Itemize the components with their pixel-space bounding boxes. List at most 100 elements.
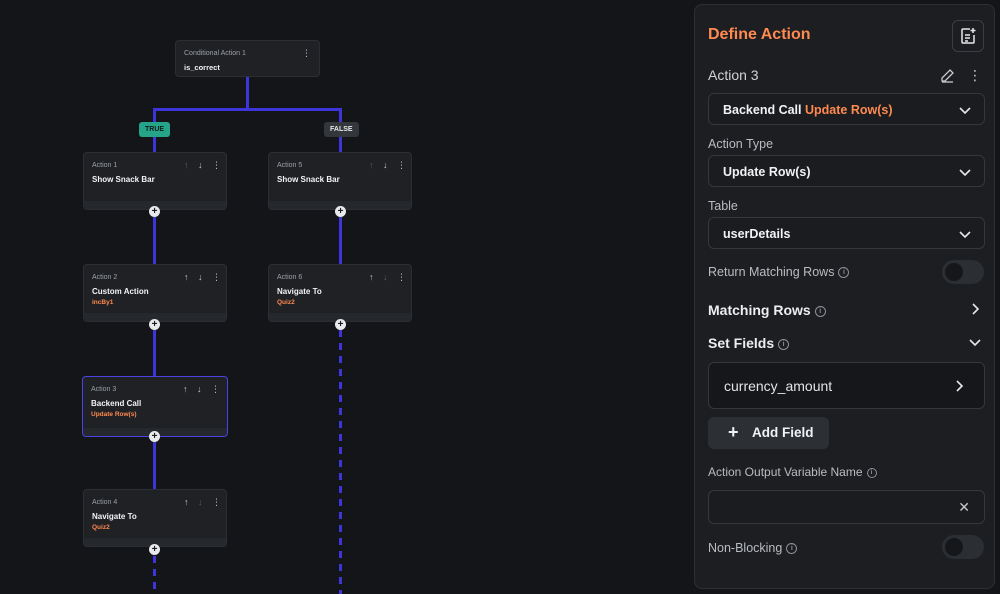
action-type-dropdown[interactable]: Update Row(s) <box>708 155 985 187</box>
more-icon[interactable]: ⋮ <box>397 160 406 170</box>
chevron-down-icon <box>959 107 971 115</box>
move-down-icon[interactable]: ↓ <box>197 384 202 394</box>
move-down-icon[interactable]: ↓ <box>198 160 203 170</box>
move-up-icon[interactable]: ↑ <box>184 272 189 282</box>
chevron-right-icon <box>956 380 964 392</box>
plus-icon: + <box>728 422 739 442</box>
info-icon[interactable]: i <box>778 338 790 350</box>
move-up-icon[interactable]: ↑ <box>369 272 374 282</box>
node-label: Action 1 <box>92 162 118 169</box>
add-field-label: Add Field <box>752 425 814 440</box>
node-label: Conditional Action 1 <box>184 50 246 57</box>
add-action-plus-icon[interactable]: + <box>335 206 346 217</box>
backend-call-value: Update Row(s) <box>805 103 893 117</box>
more-icon[interactable]: ⋮ <box>968 67 982 83</box>
add-action-plus-icon[interactable]: + <box>335 319 346 330</box>
table-value: userDetails <box>723 227 791 241</box>
output-variable-input[interactable]: ✕ <box>708 490 985 524</box>
connector-open-true <box>153 556 156 594</box>
connector-split <box>153 108 342 111</box>
connector-a2-a3 <box>153 330 156 377</box>
add-action-plus-icon[interactable]: + <box>149 206 160 217</box>
more-icon[interactable]: ⋮ <box>212 160 221 170</box>
move-down-icon: ↓ <box>198 497 203 507</box>
panel-title: Define Action <box>708 26 811 43</box>
node-condition: is_correct <box>184 63 220 72</box>
node-footer <box>84 313 226 321</box>
action-name: Action 3 <box>708 67 759 83</box>
node-footer <box>269 201 411 209</box>
node-title: Navigate To <box>277 287 322 296</box>
action-node-1[interactable]: Action 1 Show Snack Bar ↑ ↓ ⋮ <box>83 152 227 210</box>
clear-icon[interactable]: ✕ <box>958 499 970 515</box>
set-field-name: currency_amount <box>724 378 833 394</box>
action-type-value: Update Row(s) <box>723 165 811 179</box>
more-icon[interactable]: ⋮ <box>212 272 221 282</box>
add-action-plus-icon[interactable]: + <box>149 431 160 442</box>
node-footer <box>269 313 411 321</box>
node-subtitle: Quiz2 <box>92 524 110 531</box>
node-label: Action 2 <box>92 274 118 281</box>
node-footer <box>84 201 226 209</box>
flow-canvas[interactable]: Conditional Action 1 is_correct ⋮ TRUE F… <box>0 0 694 594</box>
connector-a5-a6 <box>339 217 342 264</box>
conditional-action-node[interactable]: Conditional Action 1 is_correct ⋮ <box>175 40 320 77</box>
action-node-2[interactable]: Action 2 Custom Action incBy1 ↑ ↓ ⋮ <box>83 264 227 322</box>
more-icon[interactable]: ⋮ <box>397 272 406 282</box>
move-up-icon: ↑ <box>369 160 374 170</box>
document-add-icon <box>961 28 976 44</box>
node-subtitle: Update Row(s) <box>91 411 137 418</box>
node-title: Show Snack Bar <box>277 175 340 184</box>
info-icon[interactable]: i <box>866 467 877 478</box>
action-library-button[interactable] <box>952 20 984 52</box>
more-icon[interactable]: ⋮ <box>212 497 221 507</box>
chevron-down-icon <box>959 231 971 239</box>
edit-pencil-icon[interactable] <box>940 68 955 83</box>
action-node-6[interactable]: Action 6 Navigate To Quiz2 ↑ ↓ ⋮ <box>268 264 412 322</box>
info-icon[interactable]: i <box>838 267 850 279</box>
move-up-icon[interactable]: ↑ <box>184 497 189 507</box>
add-action-plus-icon[interactable]: + <box>149 544 160 555</box>
backend-call-dropdown[interactable]: Backend Call Update Row(s) <box>708 93 985 125</box>
chevron-down-icon[interactable] <box>968 335 982 349</box>
move-up-icon[interactable]: ↑ <box>183 384 188 394</box>
define-action-panel: Define Action Action 3 ⋮ Backend Call Up… <box>694 4 995 589</box>
add-action-plus-icon[interactable]: + <box>149 319 160 330</box>
more-icon[interactable]: ⋮ <box>211 384 220 394</box>
node-subtitle: incBy1 <box>92 299 114 306</box>
node-title: Navigate To <box>92 512 137 521</box>
add-field-button[interactable]: + Add Field <box>708 417 829 449</box>
action-node-5[interactable]: Action 5 Show Snack Bar ↑ ↓ ⋮ <box>268 152 412 210</box>
info-icon[interactable]: i <box>786 543 798 555</box>
node-subtitle: Quiz2 <box>277 299 295 306</box>
table-dropdown[interactable]: userDetails <box>708 217 985 249</box>
chevron-right-icon[interactable] <box>968 302 982 316</box>
action-node-4[interactable]: Action 4 Navigate To Quiz2 ↑ ↓ ⋮ <box>83 489 227 547</box>
move-down-icon: ↓ <box>383 272 388 282</box>
node-title: Show Snack Bar <box>92 175 155 184</box>
node-title: Backend Call <box>91 399 142 408</box>
move-down-icon[interactable]: ↓ <box>383 160 388 170</box>
set-field-item[interactable]: currency_amount <box>708 362 985 409</box>
more-icon[interactable]: ⋮ <box>302 48 311 58</box>
node-label: Action 5 <box>277 162 303 169</box>
info-icon[interactable]: i <box>814 305 826 317</box>
chevron-down-icon <box>959 169 971 177</box>
table-label: Table <box>708 199 738 213</box>
connector-a3-a4 <box>153 442 156 489</box>
backend-call-prefix: Backend Call <box>723 103 802 117</box>
connector-root <box>246 77 249 110</box>
node-label: Action 3 <box>91 386 117 393</box>
action-node-3[interactable]: Action 3 Backend Call Update Row(s) ↑ ↓ … <box>82 376 228 437</box>
return-matching-rows-toggle[interactable] <box>942 260 984 284</box>
non-blocking-toggle[interactable] <box>942 535 984 559</box>
true-branch-badge: TRUE <box>139 122 171 137</box>
move-down-icon[interactable]: ↓ <box>198 272 203 282</box>
action-type-label: Action Type <box>708 137 774 151</box>
node-label: Action 6 <box>277 274 303 281</box>
